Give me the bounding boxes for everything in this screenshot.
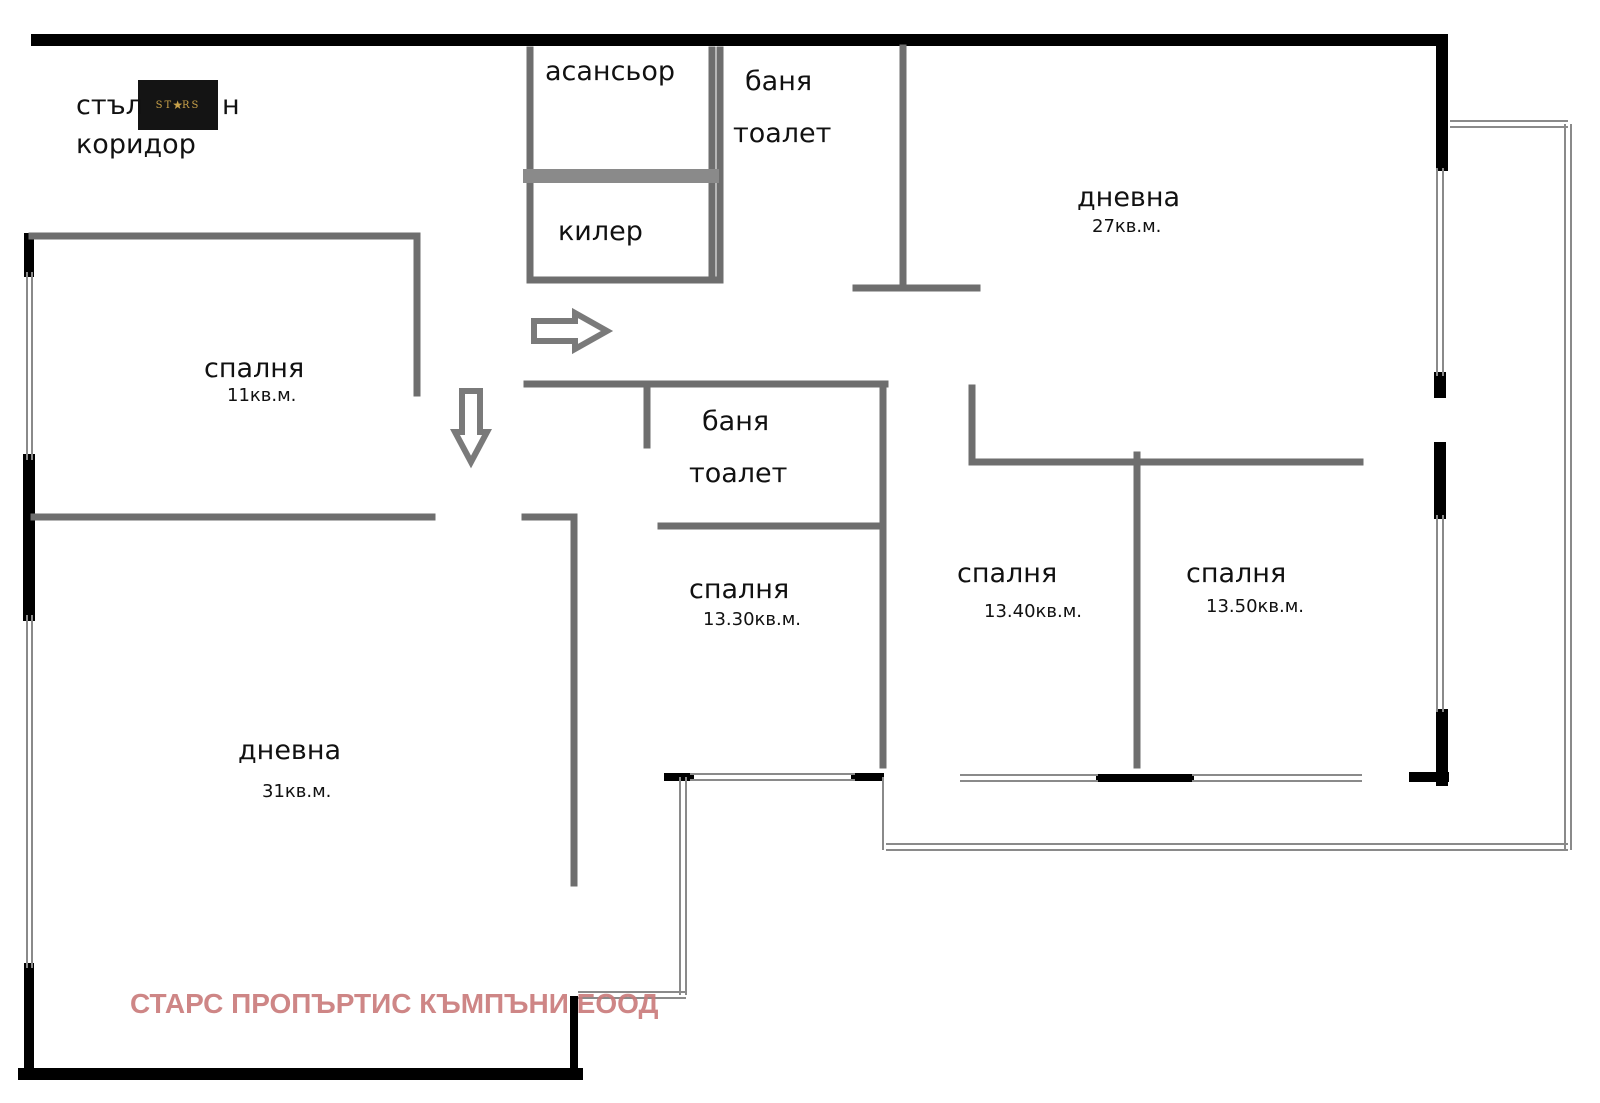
interior-walls <box>28 44 1364 887</box>
label-toilet-top: тоалет <box>733 118 832 149</box>
label-pantry: килер <box>558 216 643 247</box>
company-watermark: СТАРС ПРОПЪРТИС КЪМПЪНИ ЕООД <box>130 988 659 1019</box>
label-corridor-end: н <box>222 90 240 121</box>
label-living-bottom: дневна <box>238 735 342 766</box>
exterior-walls <box>18 34 1449 1080</box>
label-bedroom-mid-area: 13.30кв.м. <box>703 609 802 630</box>
label-living-bottom-area: 31кв.м. <box>262 781 332 802</box>
label-bedroom-left-area: 11кв.м. <box>227 385 297 406</box>
label-toilet-mid: тоалет <box>689 458 788 489</box>
label-bedroom-r2-area: 13.50кв.м. <box>1206 596 1305 617</box>
logo-text-left: ST <box>155 99 174 111</box>
label-bedroom-r2: спалня <box>1186 558 1287 589</box>
label-bath-mid: баня <box>702 406 770 437</box>
label-corridor: коридор <box>76 129 196 160</box>
arrow-right-icon <box>531 307 614 355</box>
label-bath-top: баня <box>745 66 813 97</box>
label-living-top-area: 27кв.м. <box>1092 216 1162 237</box>
arrow-down-icon <box>450 388 492 469</box>
label-living-top: дневна <box>1077 182 1181 213</box>
label-bedroom-mid: спалня <box>689 574 790 605</box>
company-logo: ST ★ RS <box>138 80 218 130</box>
windows <box>26 120 1572 999</box>
logo-text-right: RS <box>181 99 201 111</box>
label-bedroom-left: спалня <box>204 353 305 384</box>
flow-arrows <box>450 307 614 469</box>
label-bedroom-r1: спалня <box>957 558 1058 589</box>
label-corridor-start: стъл <box>76 90 143 121</box>
label-bedroom-r1-area: 13.40кв.м. <box>984 601 1083 622</box>
label-elevator: асансьор <box>545 56 676 87</box>
star-icon: ★ <box>172 97 183 112</box>
